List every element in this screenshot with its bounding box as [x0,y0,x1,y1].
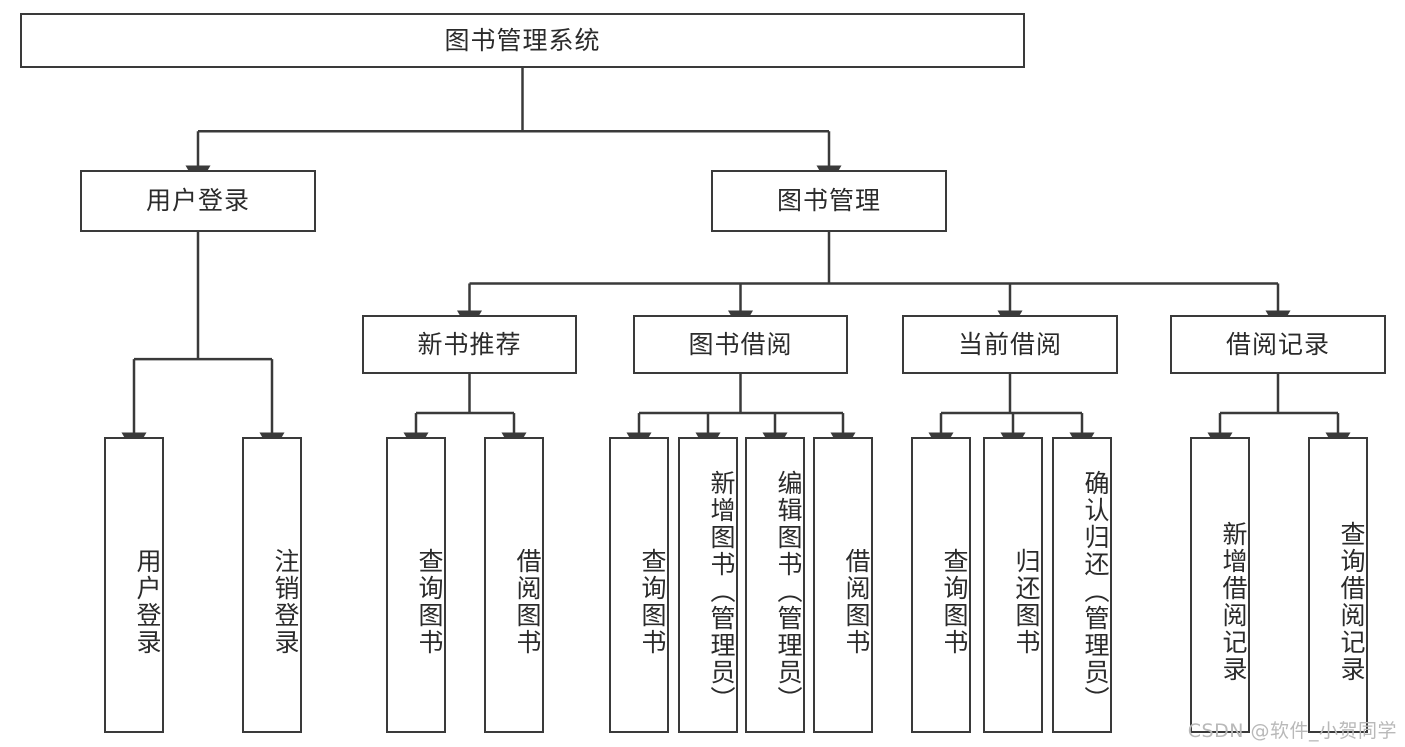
node-label: 确认归还（管理员） [1081,469,1110,713]
node-label: 用户登录 [145,186,250,216]
node-new-book-recommend[interactable]: 新书推荐 [362,315,577,374]
node-leaf-query-book-2[interactable]: 查询图书 [609,437,669,733]
node-book-manage[interactable]: 图书管理 [711,170,947,232]
watermark: CSDN @软件_小贺同学 [1187,720,1397,742]
node-label: 图书借阅 [688,329,793,359]
node-leaf-user-logout[interactable]: 注销登录 [242,437,302,733]
node-label: 借阅图书 [842,548,871,656]
connector-paths [121,68,1351,454]
node-label: 注销登录 [271,548,300,656]
node-leaf-edit-book[interactable]: 编辑图书（管理员） [745,437,805,733]
node-label: 借阅图书 [513,548,542,656]
node-label: 查询图书 [638,548,667,656]
node-label: 查询图书 [415,548,444,656]
node-leaf-user-login[interactable]: 用户登录 [104,437,164,733]
node-book-borrow[interactable]: 图书借阅 [633,315,848,374]
node-label: 查询借阅记录 [1337,521,1366,683]
node-label: 新书推荐 [417,329,522,359]
node-leaf-add-book[interactable]: 新增图书（管理员） [678,437,738,733]
node-label: 编辑图书（管理员） [774,469,803,713]
node-leaf-confirm-return[interactable]: 确认归还（管理员） [1052,437,1112,733]
node-label: 查询图书 [940,548,969,656]
node-borrow-record[interactable]: 借阅记录 [1170,315,1386,374]
node-leaf-return-book[interactable]: 归还图书 [983,437,1043,733]
node-label: 图书管理 [776,186,881,216]
node-leaf-borrow-book-1[interactable]: 借阅图书 [484,437,544,733]
node-label: 当前借阅 [957,329,1062,359]
node-label: 借阅记录 [1225,329,1330,359]
node-user-login[interactable]: 用户登录 [80,170,316,232]
node-label: 用户登录 [133,548,162,656]
node-leaf-query-record[interactable]: 查询借阅记录 [1308,437,1368,733]
node-label: 新增图书（管理员） [707,469,736,713]
node-root[interactable]: 图书管理系统 [20,13,1025,68]
node-leaf-query-book-1[interactable]: 查询图书 [386,437,446,733]
node-leaf-add-record[interactable]: 新增借阅记录 [1190,437,1250,733]
node-label: 图书管理系统 [444,25,601,55]
node-leaf-query-book-3[interactable]: 查询图书 [911,437,971,733]
node-label: 归还图书 [1012,548,1041,656]
node-current-borrow[interactable]: 当前借阅 [902,315,1118,374]
node-leaf-borrow-book-2[interactable]: 借阅图书 [813,437,873,733]
node-label: 新增借阅记录 [1219,521,1248,683]
